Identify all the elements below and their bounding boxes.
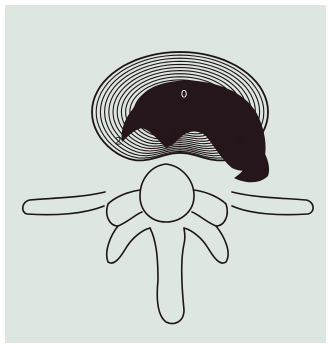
zone-label-0: 0 [181,90,187,101]
zone-label-1: 1 [170,126,176,137]
zone-label-3: 3 [237,135,243,146]
zone-label-2: 2 [115,137,121,148]
